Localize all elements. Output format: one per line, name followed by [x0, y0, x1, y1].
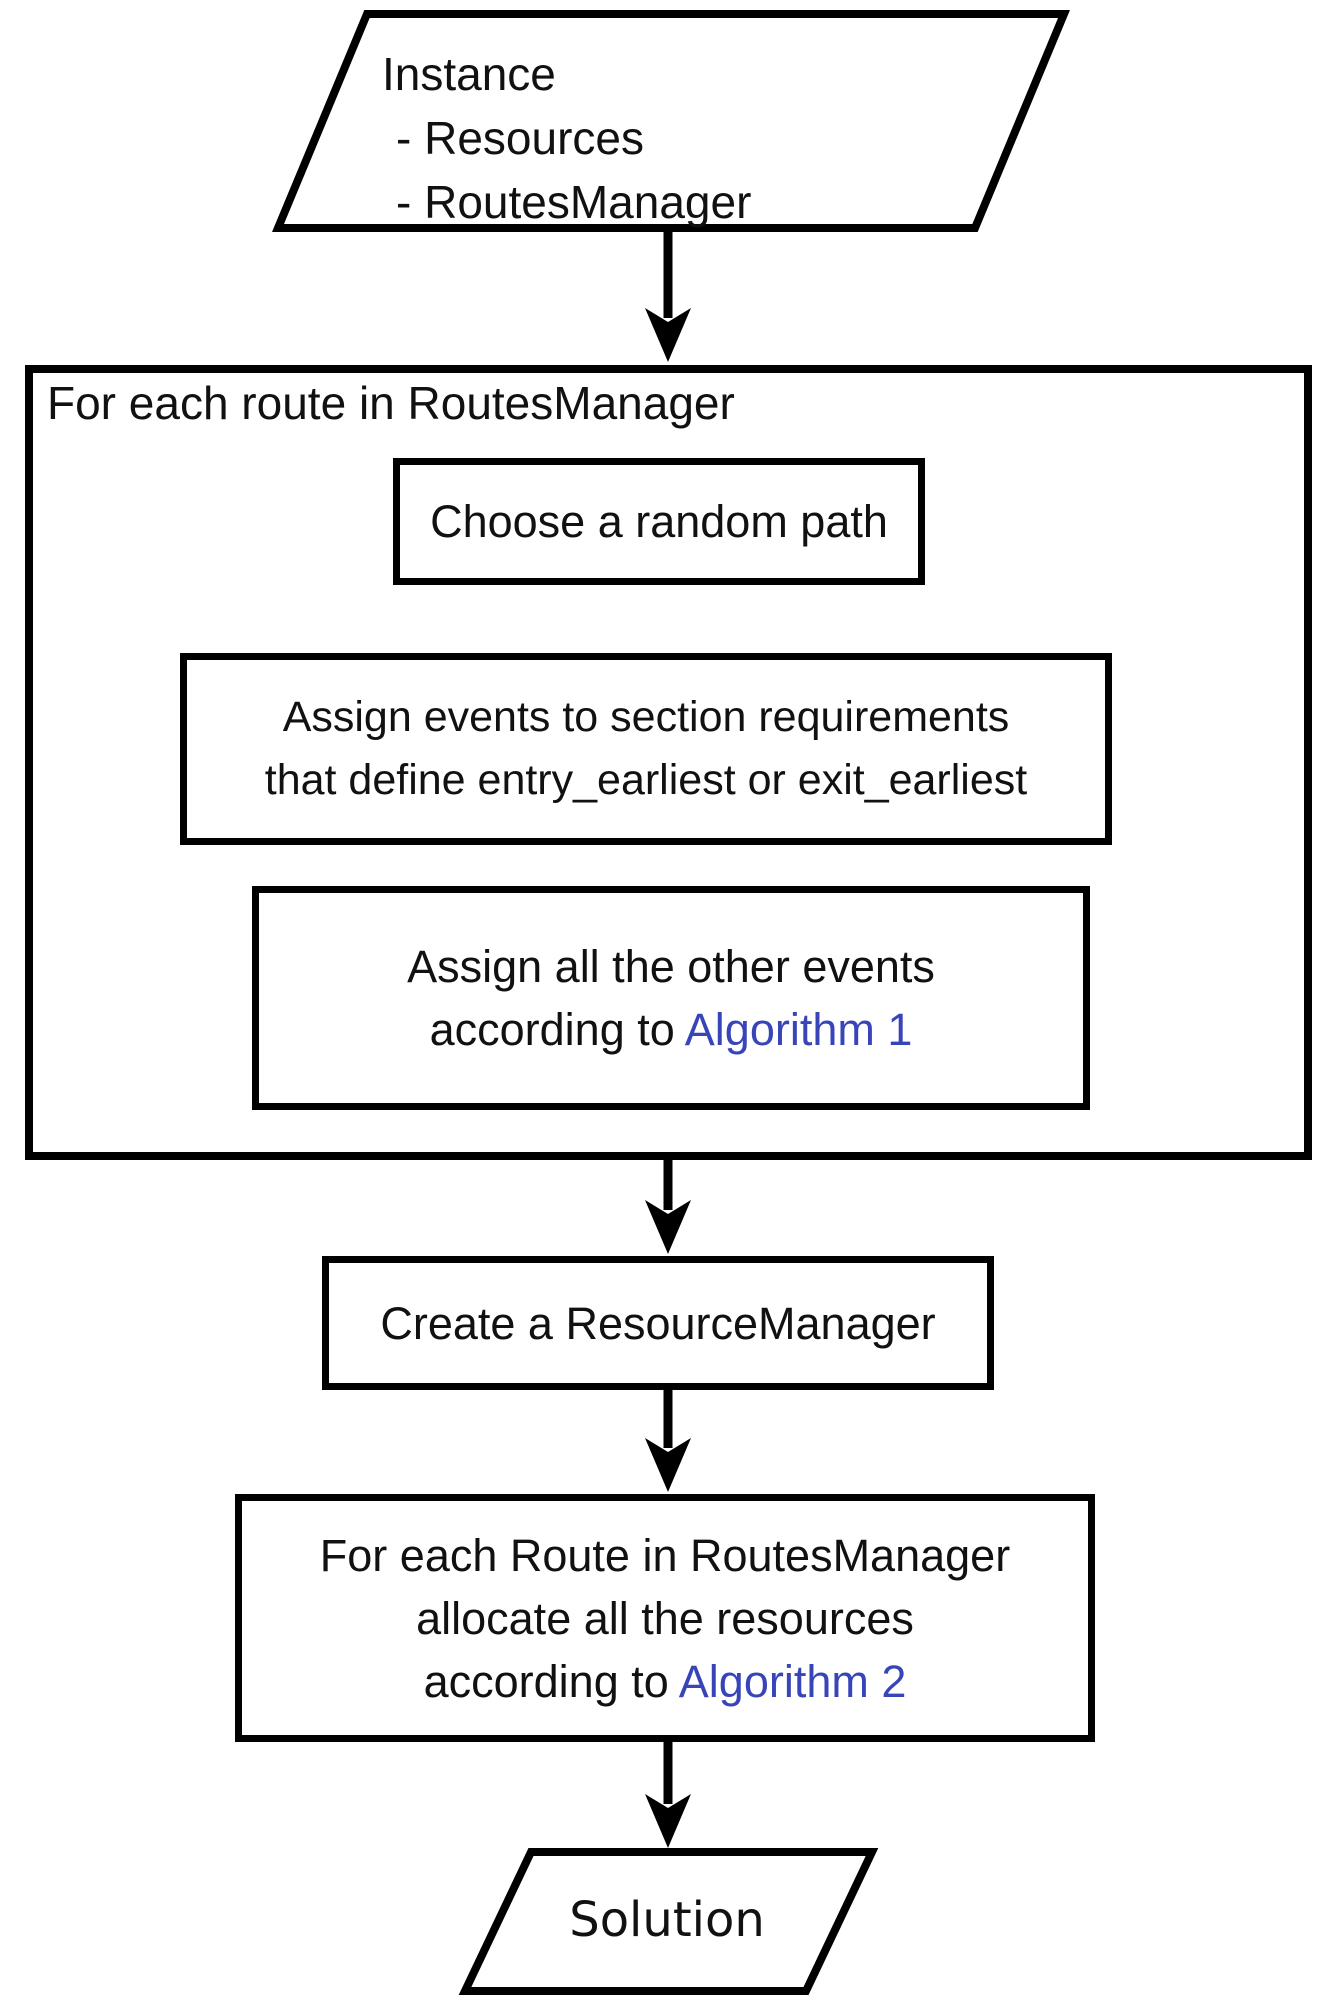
arrow-create-to-allocate [645, 1383, 691, 1492]
solution-io-node: Solution [0, 1892, 1334, 1948]
arrow-instance-to-loop [645, 228, 691, 362]
step-assign-other-events: Assign all the other events according to… [252, 886, 1090, 1110]
instance-title: Instance [382, 48, 556, 100]
arrow-loop-to-create [645, 1152, 691, 1254]
algorithm-2-link[interactable]: Algorithm 2 [678, 1655, 907, 1707]
arrow-allocate-to-solution [645, 1735, 691, 1848]
create-resource-manager-label: Create a ResourceManager [380, 1297, 936, 1349]
instance-io-node: Instance - Resources - RoutesManager [382, 42, 751, 234]
step3-line2: according to Algorithm 1 [430, 998, 913, 1061]
instance-item-resources: - Resources [396, 112, 644, 164]
step2-line1: Assign events to section requirements [282, 693, 1010, 741]
step-choose-random-path: Choose a random path [393, 458, 925, 585]
alloc-line2: allocate all the resources [416, 1592, 914, 1644]
step-create-resource-manager: Create a ResourceManager [322, 1256, 994, 1390]
step-allocate-resources: For each Route in RoutesManager allocate… [235, 1494, 1095, 1742]
solution-label: Solution [569, 1892, 765, 1948]
alloc-line1: For each Route in RoutesManager [319, 1529, 1011, 1581]
alloc-line3-prefix: according to [423, 1655, 679, 1707]
instance-item-routesmanager: - RoutesManager [396, 176, 752, 228]
step2-line2: that define entry_earliest or exit_earli… [264, 756, 1028, 804]
step-assign-events-section-requirements: Assign events to section requirements th… [180, 653, 1112, 845]
step3-line1: Assign all the other events [407, 941, 935, 992]
step-choose-random-path-label: Choose a random path [430, 496, 888, 547]
solution-parallelogram-shape [458, 1848, 879, 1995]
algorithm-1-link[interactable]: Algorithm 1 [684, 1004, 913, 1055]
step3-line2-prefix: according to [429, 1004, 685, 1055]
loop-label: For each route in RoutesManager [47, 377, 735, 429]
alloc-line3: according to Algorithm 2 [424, 1650, 907, 1713]
instance-parallelogram-shape [272, 10, 1070, 232]
